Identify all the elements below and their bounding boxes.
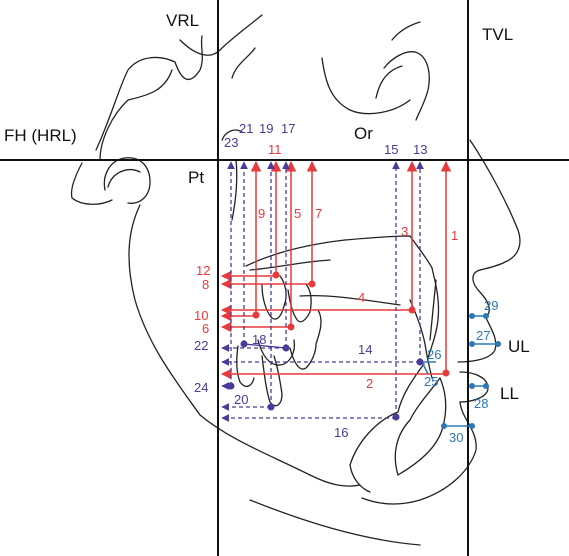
measure-line-25 bbox=[421, 361, 429, 375]
red-vertical-measurements bbox=[250, 160, 452, 372]
blue-dot bbox=[469, 423, 475, 429]
measure-label-29: 29 bbox=[484, 298, 498, 313]
purple-solid-links bbox=[243, 343, 287, 349]
measure-label-14: 14 bbox=[358, 342, 372, 357]
measure-label-30: 30 bbox=[449, 430, 463, 445]
blue-number-labels: 26 25 29 27 28 30 bbox=[424, 298, 498, 445]
purple-dot bbox=[392, 413, 400, 421]
measure-label-1: 1 bbox=[451, 228, 458, 243]
red-horizontal-measurements bbox=[220, 270, 446, 380]
pt-label: Pt bbox=[188, 168, 204, 187]
measure-label-24: 24 bbox=[194, 380, 208, 395]
measure-label-7: 7 bbox=[315, 206, 322, 221]
measure-label-4: 4 bbox=[358, 290, 365, 305]
red-dot bbox=[308, 280, 316, 288]
red-dot bbox=[408, 306, 416, 314]
skull-outline bbox=[70, 14, 521, 546]
fh-label: FH (HRL) bbox=[4, 126, 77, 145]
measure-label-12: 12 bbox=[196, 263, 210, 278]
or-label: Or bbox=[354, 124, 373, 143]
measure-label-21: 21 bbox=[239, 121, 253, 136]
measure-label-16: 16 bbox=[334, 425, 348, 440]
blue-dot bbox=[441, 423, 447, 429]
purple-dashed-measurements bbox=[221, 161, 424, 422]
measure-label-22: 22 bbox=[194, 338, 208, 353]
measure-label-2: 2 bbox=[366, 376, 373, 391]
reference-labels: VRL TVL FH (HRL) Pt Or UL LL bbox=[4, 11, 530, 403]
measure-label-9: 9 bbox=[258, 206, 265, 221]
measure-label-11: 11 bbox=[268, 142, 282, 157]
landmark-dots bbox=[227, 271, 501, 429]
measure-label-28: 28 bbox=[474, 396, 488, 411]
measure-label-6: 6 bbox=[202, 321, 209, 336]
blue-dot bbox=[469, 313, 475, 319]
purple-dot bbox=[267, 403, 275, 411]
ll-label: LL bbox=[500, 384, 519, 403]
measure-label-25: 25 bbox=[424, 374, 438, 389]
blue-dot bbox=[469, 383, 475, 389]
red-number-labels: 1 3 7 5 9 11 4 2 12 8 10 6 bbox=[194, 142, 458, 391]
measure-label-20: 20 bbox=[234, 392, 248, 407]
vrl-label: VRL bbox=[166, 11, 199, 30]
measure-label-19: 19 bbox=[259, 121, 273, 136]
red-dot bbox=[252, 311, 260, 319]
measure-label-27: 27 bbox=[476, 328, 490, 343]
blue-dot bbox=[495, 341, 501, 347]
measure-label-3: 3 bbox=[401, 224, 408, 239]
blue-dot bbox=[483, 383, 489, 389]
measure-label-23: 23 bbox=[224, 135, 238, 150]
tvl-label: TVL bbox=[482, 25, 513, 44]
red-dot bbox=[272, 271, 280, 279]
measure-label-5: 5 bbox=[294, 206, 301, 221]
purple-number-labels: 23 21 19 17 15 13 14 16 18 22 24 20 bbox=[194, 121, 427, 440]
purple-dot bbox=[282, 344, 290, 352]
purple-dot bbox=[416, 358, 424, 366]
blue-dot bbox=[483, 313, 489, 319]
measure-label-13: 13 bbox=[413, 142, 427, 157]
red-dot bbox=[442, 369, 450, 377]
blue-dot bbox=[469, 341, 475, 347]
red-dot bbox=[287, 323, 295, 331]
purple-dot bbox=[240, 340, 248, 348]
measure-label-26: 26 bbox=[427, 347, 441, 362]
measure-label-15: 15 bbox=[384, 142, 398, 157]
purple-dot bbox=[227, 382, 235, 390]
measure-label-18: 18 bbox=[252, 332, 266, 347]
measure-label-8: 8 bbox=[202, 277, 209, 292]
measure-label-10: 10 bbox=[194, 308, 208, 323]
ul-label: UL bbox=[508, 337, 530, 356]
measure-label-17: 17 bbox=[281, 121, 295, 136]
measure-line-18 bbox=[243, 343, 287, 349]
